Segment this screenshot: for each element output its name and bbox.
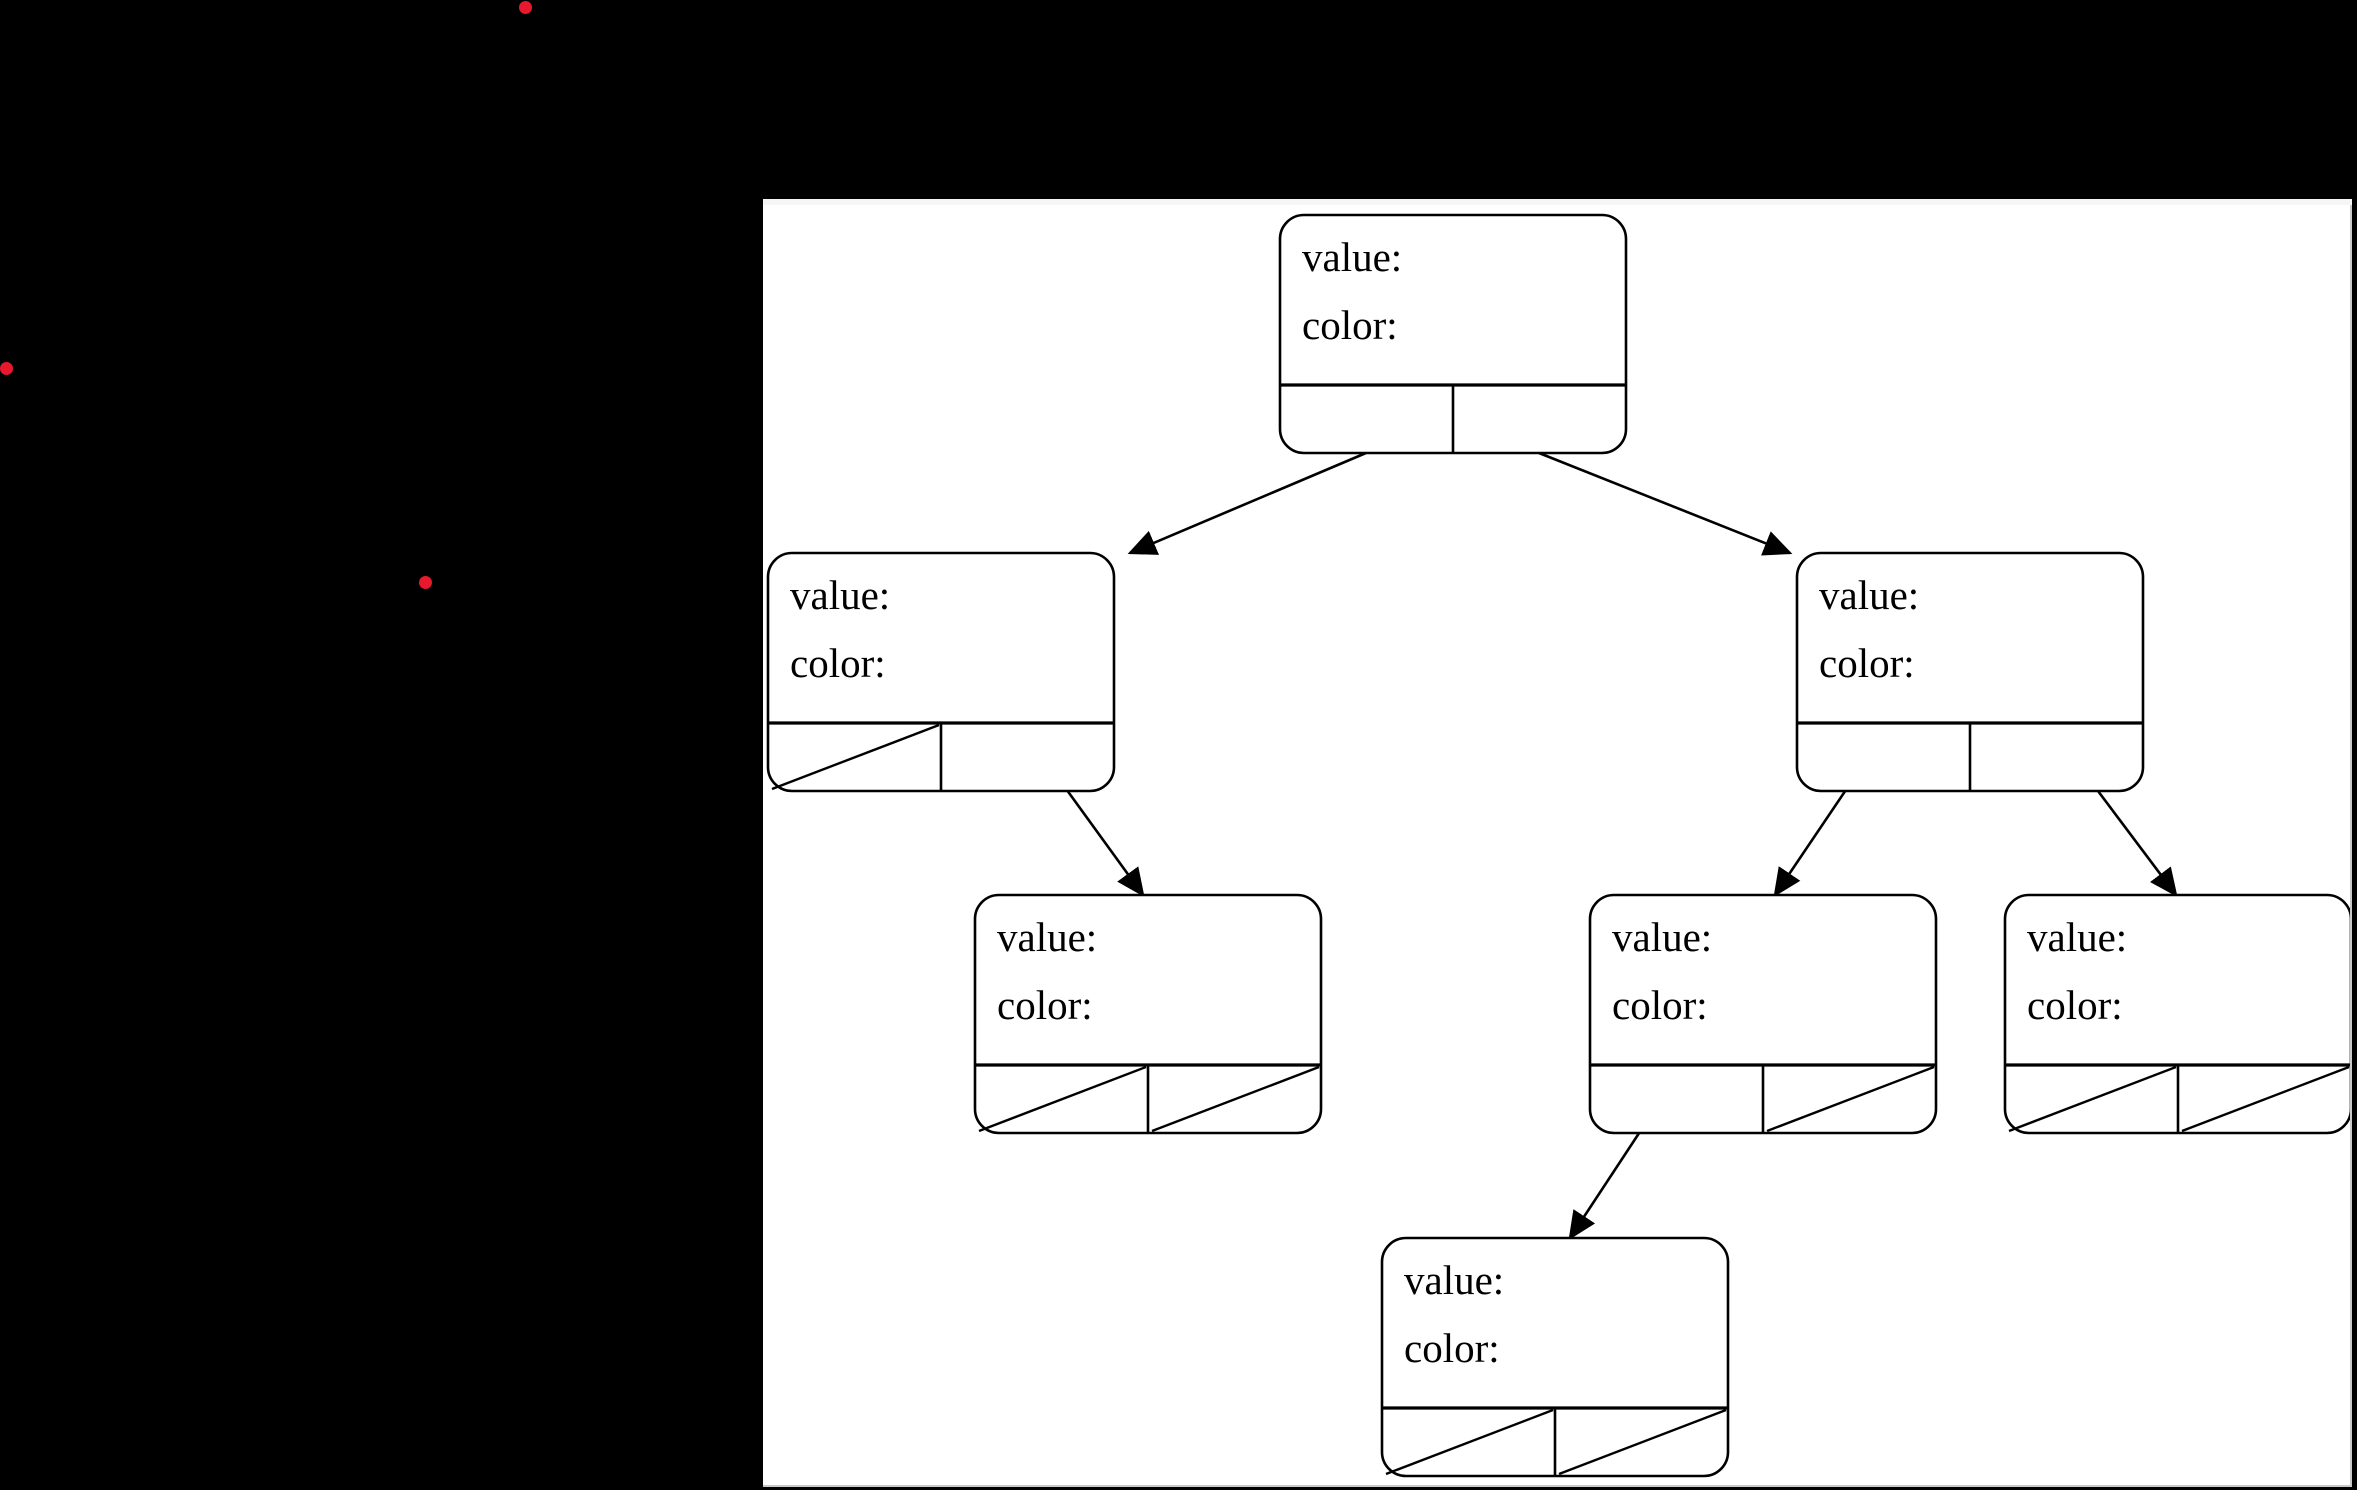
node-left-pointer-cell[interactable] <box>1590 1065 1763 1133</box>
node-color-label: color: <box>790 640 886 686</box>
null-pointer-slash-icon <box>978 1065 1147 1133</box>
tree-node-right-left[interactable]: value: color: <box>1588 893 1938 1135</box>
tree-node-left-right[interactable]: value: color: <box>973 893 1323 1135</box>
tree-node-root[interactable]: value: color: <box>1278 213 1628 455</box>
node-value-label: value: <box>2027 914 2127 960</box>
node-color-label: color: <box>1302 302 1398 348</box>
node-left-pointer-cell[interactable] <box>1280 385 1453 453</box>
null-pointer-slash-icon <box>2181 1065 2350 1133</box>
node-value-label: value: <box>1819 572 1919 618</box>
null-pointer-slash-icon <box>771 723 940 791</box>
node-value-label: value: <box>1612 914 1712 960</box>
null-pointer-slash-icon <box>1151 1065 1320 1133</box>
null-pointer-slash-icon <box>1385 1408 1554 1476</box>
null-pointer-slash-icon <box>1558 1408 1727 1476</box>
edge-root-to-right <box>1538 451 1793 556</box>
edge-layer <box>1025 451 2178 1241</box>
node-color-label: color: <box>997 982 1093 1028</box>
node-right-pointer-cell[interactable] <box>941 723 1114 791</box>
node-color-label: color: <box>1612 982 1708 1028</box>
tree-node-right[interactable]: value: color: <box>1795 551 2145 793</box>
node-value-label: value: <box>790 572 890 618</box>
graph-canvas[interactable]: value:color:value:color:value:color:valu… <box>763 205 2352 1487</box>
node-value-label: value: <box>1404 1257 1504 1303</box>
edge-root-to-left <box>1127 451 1367 555</box>
null-pointer-slash-icon <box>1766 1065 1935 1133</box>
cursor-dot-left <box>0 362 13 375</box>
node-value-label: value: <box>1302 234 1402 280</box>
cursor-dot-middle <box>419 576 432 589</box>
tree-node-right-right[interactable]: value: color: <box>2003 893 2351 1135</box>
node-layer: value:color:value:color:value:color:valu… <box>766 213 2351 1478</box>
tree-node-left[interactable]: value: color: <box>766 551 1116 793</box>
node-right-pointer-cell[interactable] <box>1453 385 1626 453</box>
tree-diagram-svg: value:color:value:color:value:color:valu… <box>766 213 2351 1478</box>
node-left-pointer-cell[interactable] <box>1797 723 1970 791</box>
node-color-label: color: <box>1404 1325 1500 1371</box>
node-value-label: value: <box>997 914 1097 960</box>
cursor-dot-top <box>519 1 532 14</box>
tree-node-deep[interactable]: value: color: <box>1380 1236 1730 1478</box>
node-color-label: color: <box>1819 640 1915 686</box>
node-right-pointer-cell[interactable] <box>1970 723 2143 791</box>
null-pointer-slash-icon <box>2008 1065 2177 1133</box>
node-color-label: color: <box>2027 982 2123 1028</box>
